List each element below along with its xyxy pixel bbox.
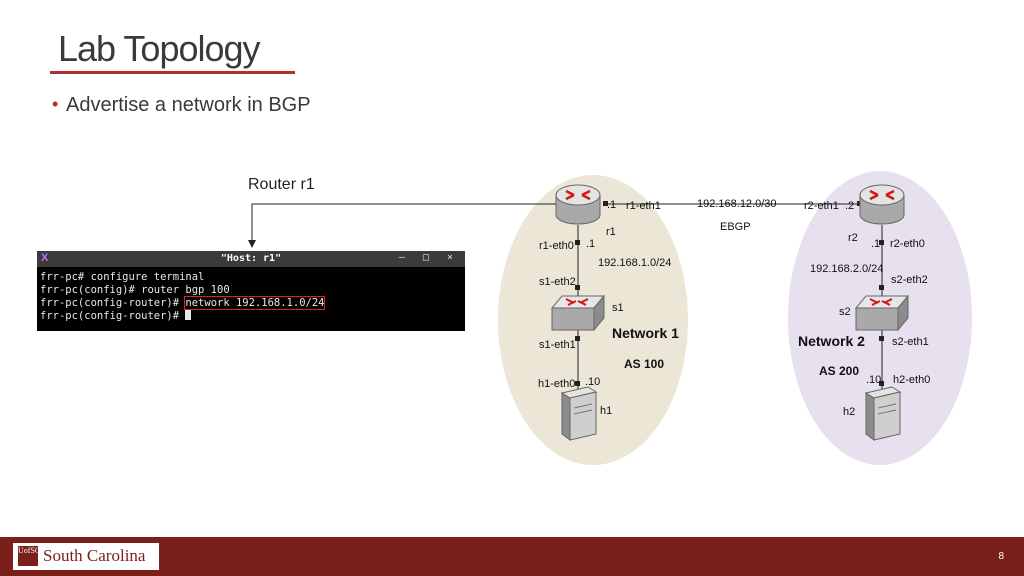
port-dot — [575, 240, 580, 245]
link-protocol-label: EBGP — [720, 221, 751, 233]
terminal-line: frr-pc(config-router)# network 192.168.1… — [40, 296, 326, 310]
port-dot — [575, 381, 580, 386]
terminal-prompt: frr-pc(config-router)# — [40, 297, 186, 309]
bullet-text: Advertise a network in BGP — [66, 94, 311, 116]
page-number: 8 — [998, 551, 1004, 562]
x11-app-icon: X — [41, 252, 49, 264]
h1-ip: .10 — [585, 376, 601, 388]
router-callout-label: Router r1 — [248, 176, 315, 193]
highlighted-command: network 192.168.1.0/24 — [184, 296, 326, 310]
s1-eth2-label: s1-eth2 — [539, 276, 576, 288]
window-controls[interactable]: – □ × — [398, 252, 459, 263]
s2-eth1-label: s2-eth1 — [892, 336, 929, 348]
logo-text: South Carolina — [43, 546, 146, 565]
port-dot — [879, 285, 884, 290]
r1-name: r1 — [606, 226, 616, 238]
terminal-prompt: frr-pc(config-router)# — [40, 310, 186, 322]
bullet-icon: • — [52, 94, 59, 114]
port-dot — [575, 336, 580, 341]
network2-as: AS 200 — [819, 364, 860, 378]
r2-eth1-ip: .2 — [845, 200, 855, 212]
network1-name: Network 1 — [612, 325, 679, 341]
slide-title: Lab Topology — [58, 28, 261, 69]
title-underline — [50, 71, 295, 74]
terminal-line: frr-pc# configure terminal — [40, 271, 205, 283]
r1-eth1-ip: .1 — [607, 199, 617, 211]
terminal-line: frr-pc(config)# router bgp 100 — [40, 284, 230, 296]
router-r2-icon — [859, 184, 905, 225]
s1-eth1-label: s1-eth1 — [539, 339, 576, 351]
h1-name: h1 — [600, 405, 613, 417]
h1-eth0-label: h1-eth0 — [538, 378, 576, 390]
network2-name: Network 2 — [798, 333, 865, 349]
terminal-line: frr-pc(config-router)# — [40, 310, 192, 322]
r1-eth1-label: r1-eth1 — [626, 200, 661, 212]
footer-bar: UofSC South Carolina 8 — [0, 537, 1024, 576]
h2-ip: .10 — [866, 374, 882, 386]
university-logo: UofSC South Carolina — [13, 543, 159, 570]
cursor-icon — [185, 310, 192, 320]
terminal-window: X "Host: r1" – □ × frr-pc# configure ter… — [37, 251, 465, 331]
network1-as: AS 100 — [624, 357, 665, 371]
callout-arrow-line — [251, 203, 575, 243]
host-h2-icon — [864, 386, 902, 441]
link-subnet-label: 192.168.12.0/30 — [697, 198, 777, 210]
s2-eth2-label: s2-eth2 — [891, 274, 928, 286]
r1-eth0-label: r1-eth0 — [539, 240, 574, 252]
r2-eth0-label: r2-eth0 — [890, 238, 925, 250]
r2-name: r2 — [848, 232, 858, 244]
s2-name: s2 — [839, 306, 851, 318]
switch-s1-icon — [550, 294, 606, 332]
r2-eth0-ip: .1 — [871, 238, 881, 250]
terminal-titlebar: X "Host: r1" – □ × — [37, 251, 465, 267]
s1-name: s1 — [612, 302, 624, 314]
h2-eth0-label: h2-eth0 — [893, 374, 931, 386]
port-dot — [879, 240, 884, 245]
port-dot — [603, 201, 608, 206]
h2-name: h2 — [843, 406, 856, 418]
subnet1-label: 192.168.1.0/24 — [598, 257, 672, 269]
router-r1-icon — [555, 184, 601, 225]
port-dot — [575, 285, 580, 290]
callout-arrow-head — [248, 240, 256, 248]
port-dot — [879, 381, 884, 386]
switch-s2-icon — [854, 294, 910, 332]
subnet2-label: 192.168.2.0/24 — [810, 263, 884, 275]
logo-mark-icon: UofSC — [18, 546, 40, 566]
r1-eth0-ip: .1 — [586, 238, 596, 250]
terminal-title: "Host: r1" — [220, 253, 282, 264]
r2-eth1-label: r2-eth1 — [804, 200, 839, 212]
host-h1-icon — [560, 386, 598, 441]
port-dot — [879, 336, 884, 341]
